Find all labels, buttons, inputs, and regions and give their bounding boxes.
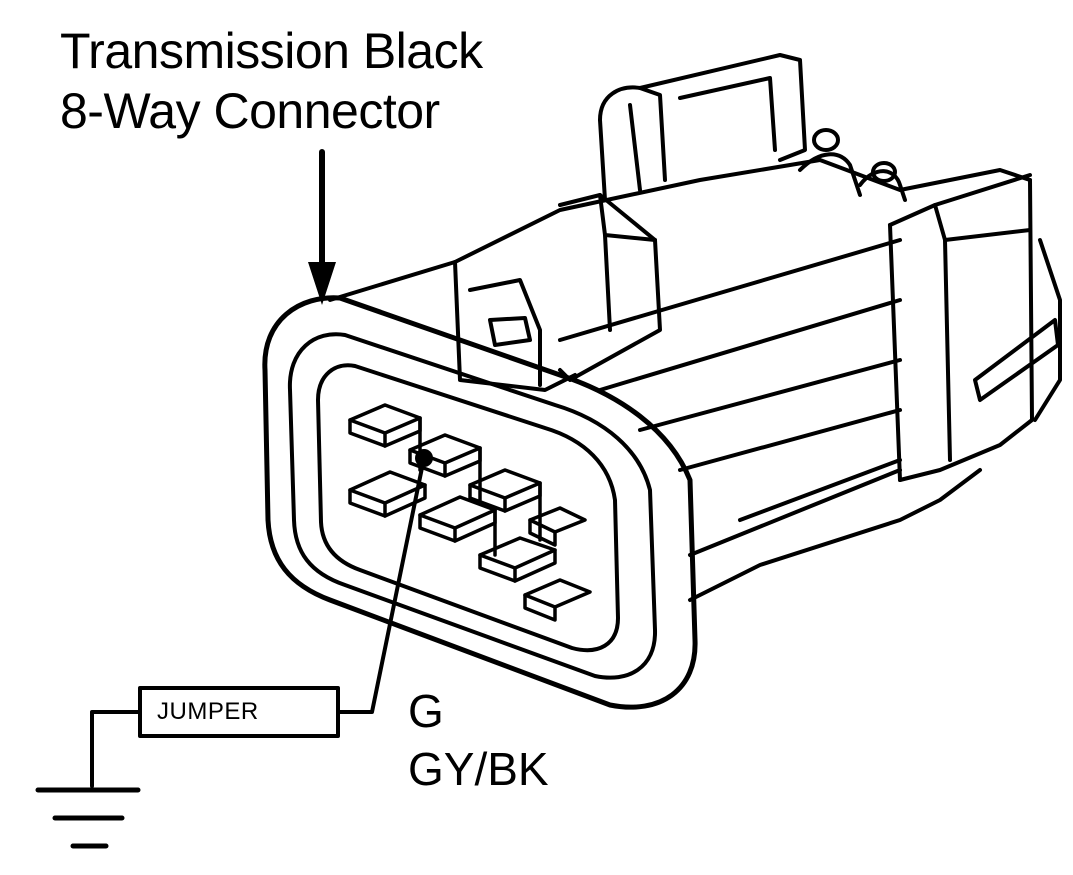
wire-color: GY/BK	[408, 743, 549, 795]
ground-symbol-icon	[35, 787, 141, 849]
diagram-title-line1: Transmission Black	[60, 23, 483, 79]
pin-low-2	[528, 506, 587, 547]
jumper-label: JUMPER	[157, 698, 259, 725]
pin-low-3	[523, 578, 592, 622]
pin-top-1	[348, 403, 422, 448]
connector-body	[328, 53, 1062, 602]
connector-pins	[348, 403, 592, 622]
connector-face	[262, 295, 698, 710]
down-arrow-icon	[308, 149, 336, 305]
pin-low-1	[478, 536, 557, 583]
pin-mid-1	[348, 470, 427, 518]
jumper-box	[138, 686, 340, 738]
jumper-wire	[90, 449, 433, 788]
pin-letter: G	[408, 685, 444, 737]
diagram-title-line2: 8-Way Connector	[60, 83, 440, 139]
